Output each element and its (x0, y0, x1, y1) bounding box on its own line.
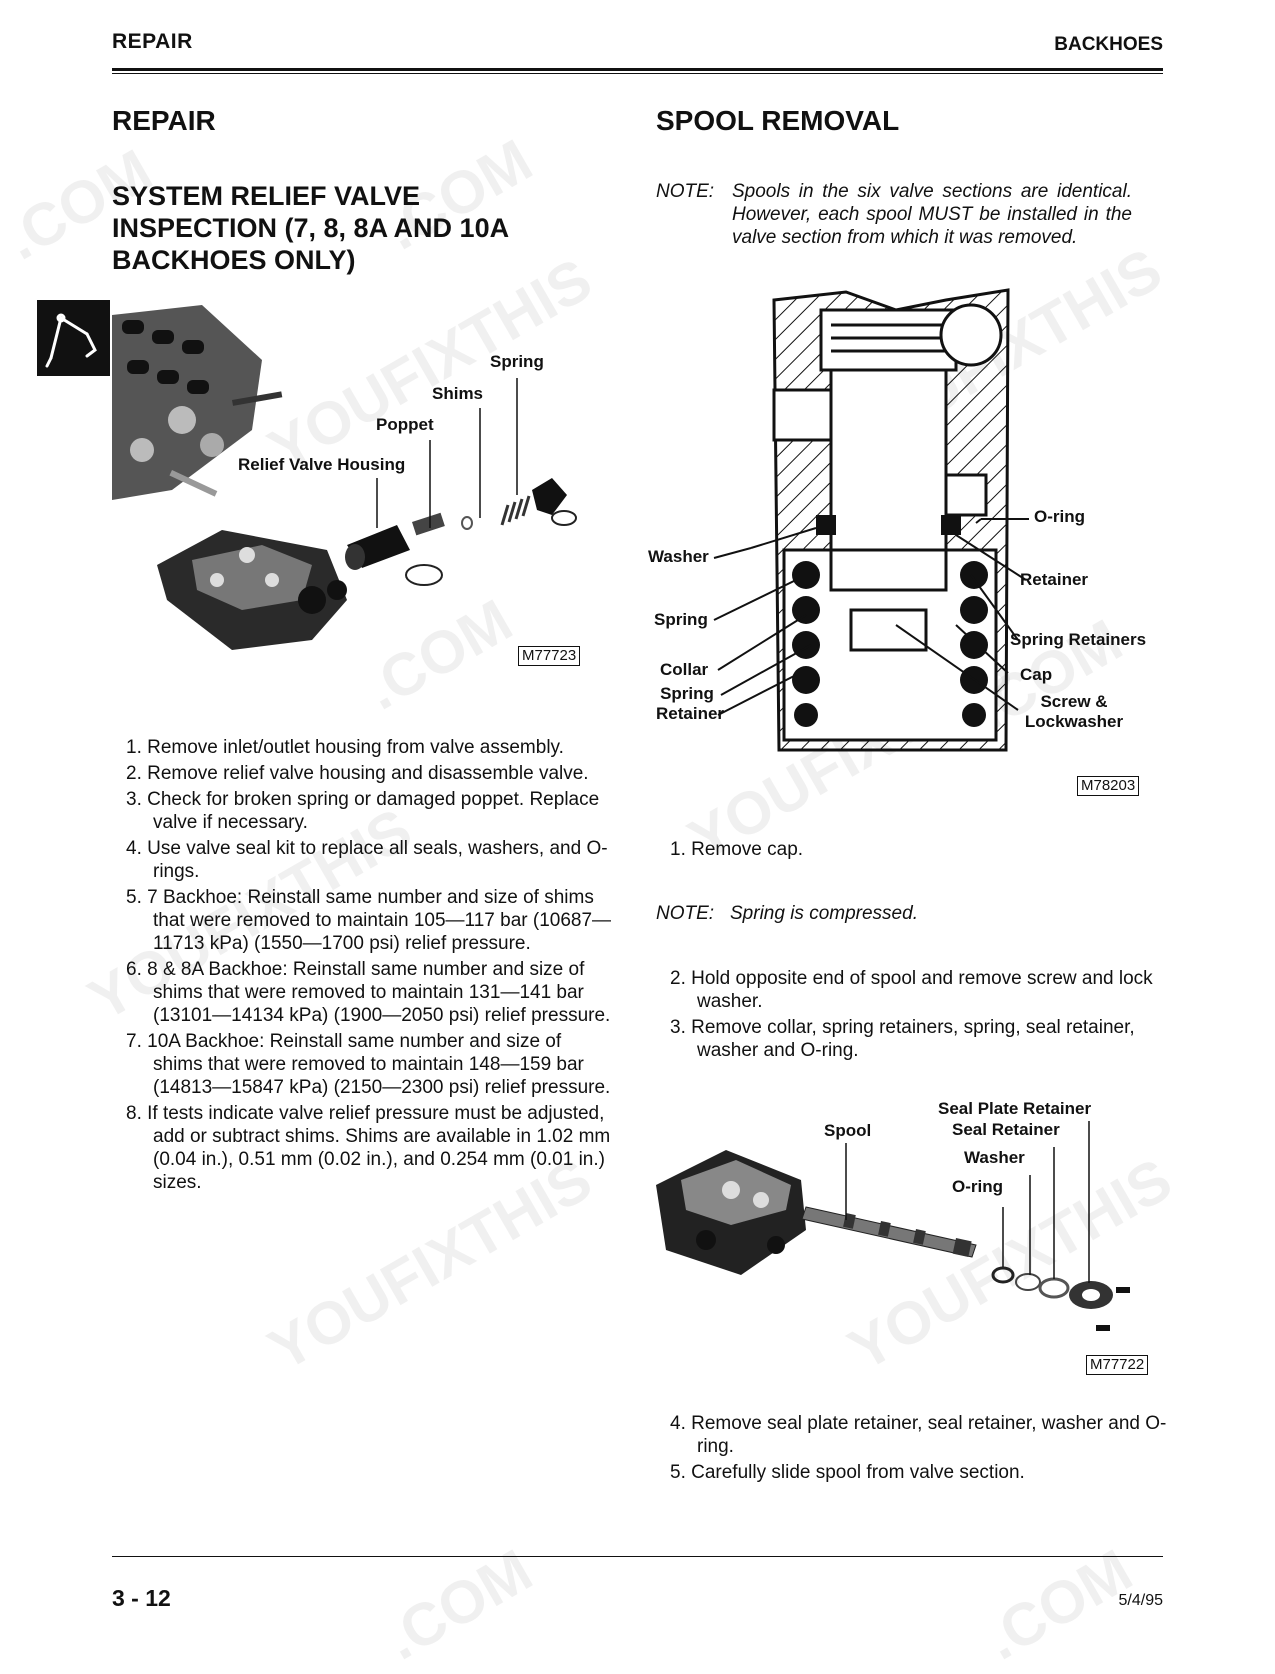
revision-date: 5/4/95 (1118, 1592, 1163, 1609)
label-poppet: Poppet (376, 415, 434, 434)
spool-cross-section-illustration (713, 288, 1029, 752)
list-item: 5. 7 Backhoe: Reinstall same number and … (126, 887, 612, 954)
note-spools: NOTE: Spools in the six valve sections a… (656, 180, 1164, 250)
label-retainer: Retainer (1020, 570, 1089, 589)
list-item: 3. Check for broken spring or damaged po… (126, 789, 600, 833)
note-spring: NOTE: Spring is compressed. (656, 902, 1164, 927)
relief-valve-figure: Spring Shims Poppet Relief Valve Housing… (112, 300, 612, 710)
label-spring: Spring (490, 352, 544, 371)
list-item: 5. Carefully slide spool from valve sect… (670, 1462, 1025, 1483)
spool-steps-a: 2. Hold opposite end of spool and remove… (670, 967, 1170, 1065)
footer-rule (112, 1556, 1163, 1557)
list-item: 2. Hold opposite end of spool and remove… (670, 968, 1153, 1012)
label-relief-valve-housing: Relief Valve Housing (238, 455, 406, 474)
label-collar: Collar (660, 660, 709, 679)
label-line: Spring (660, 684, 714, 703)
label-o-ring: O-ring (952, 1177, 1003, 1196)
label-seal-retainer: Seal Retainer (952, 1120, 1060, 1139)
label-spool: Spool (824, 1121, 872, 1140)
note-text: Spools in the six valve sections are ide… (732, 181, 1132, 248)
list-item: 6. 8 & 8A Backhoe: Reinstall same number… (126, 959, 611, 1026)
label-line: Retainer (656, 704, 725, 723)
list-item: 4. Remove seal plate retainer, seal reta… (670, 1413, 1167, 1457)
section-title-repair: REPAIR (112, 105, 216, 136)
running-header-right: BACKHOES (1054, 34, 1163, 55)
label-washer: Washer (964, 1148, 1025, 1167)
subtitle-line: BACKHOES ONLY) (112, 245, 356, 275)
list-item: 4. Use valve seal kit to replace all sea… (126, 838, 608, 882)
label-spring-retainers: Spring Retainers (1010, 630, 1147, 649)
section-tab-backhoe-icon (37, 300, 110, 376)
header-rule-thin (112, 73, 1163, 74)
label-washer: Washer (648, 547, 709, 566)
label-shims: Shims (432, 384, 484, 403)
figure-code: M77723 (518, 646, 581, 666)
header-rule (112, 68, 1163, 71)
label-line: Lockwasher (1024, 712, 1124, 731)
figure-code: M77722 (1086, 1355, 1149, 1375)
spool-parts-figure: Spool Seal Plate Retainer Seal Retainer … (656, 1095, 1166, 1380)
label-seal-plate-retainer: Seal Plate Retainer (938, 1099, 1092, 1118)
list-item: 1. Remove inlet/outlet housing from valv… (126, 737, 564, 758)
list-item: 1. Remove cap. (670, 839, 804, 860)
label-spring: Spring (654, 610, 708, 629)
list-item: 2. Remove relief valve housing and disas… (126, 763, 589, 784)
spool-step-1: 1. Remove cap. (670, 838, 1170, 864)
label-screw-lockwasher: Screw & Lockwasher (1022, 692, 1126, 732)
note-label: NOTE: (656, 181, 715, 202)
list-item: 3. Remove collar, spring retainers, spri… (670, 1017, 1135, 1061)
subtitle-line: SYSTEM RELIEF VALVE (112, 181, 421, 211)
label-spring-retainer: Spring Retainer (656, 684, 725, 724)
running-header-left: REPAIR (112, 30, 193, 53)
figure-code: M78203 (1077, 776, 1140, 796)
spool-parts-illustration (656, 1121, 1130, 1331)
section-title-spool-removal: SPOOL REMOVAL (656, 105, 900, 136)
relief-valve-illustration (112, 305, 577, 650)
relief-valve-steps: 1. Remove inlet/outlet housing from valv… (126, 736, 614, 1197)
page-number: 3 - 12 (112, 1585, 171, 1611)
label-line: Screw & (1040, 692, 1108, 711)
label-o-ring: O-ring (1034, 507, 1085, 526)
note-label: NOTE: (656, 903, 715, 924)
subsection-title: SYSTEM RELIEF VALVE INSPECTION (7, 8, 8A… (112, 180, 572, 276)
spool-steps-b: 4. Remove seal plate retainer, seal reta… (670, 1412, 1170, 1487)
list-item: 8. If tests indicate valve relief pressu… (126, 1103, 611, 1193)
label-cap: Cap (1020, 665, 1053, 684)
spool-cross-section-figure: O-ring Washer Retainer Spring Spring Ret… (648, 280, 1166, 800)
note-text: Spring is compressed. (730, 903, 918, 924)
subtitle-line: INSPECTION (7, 8, 8A AND 10A (112, 213, 510, 243)
list-item: 7. 10A Backhoe: Reinstall same number an… (126, 1031, 611, 1098)
